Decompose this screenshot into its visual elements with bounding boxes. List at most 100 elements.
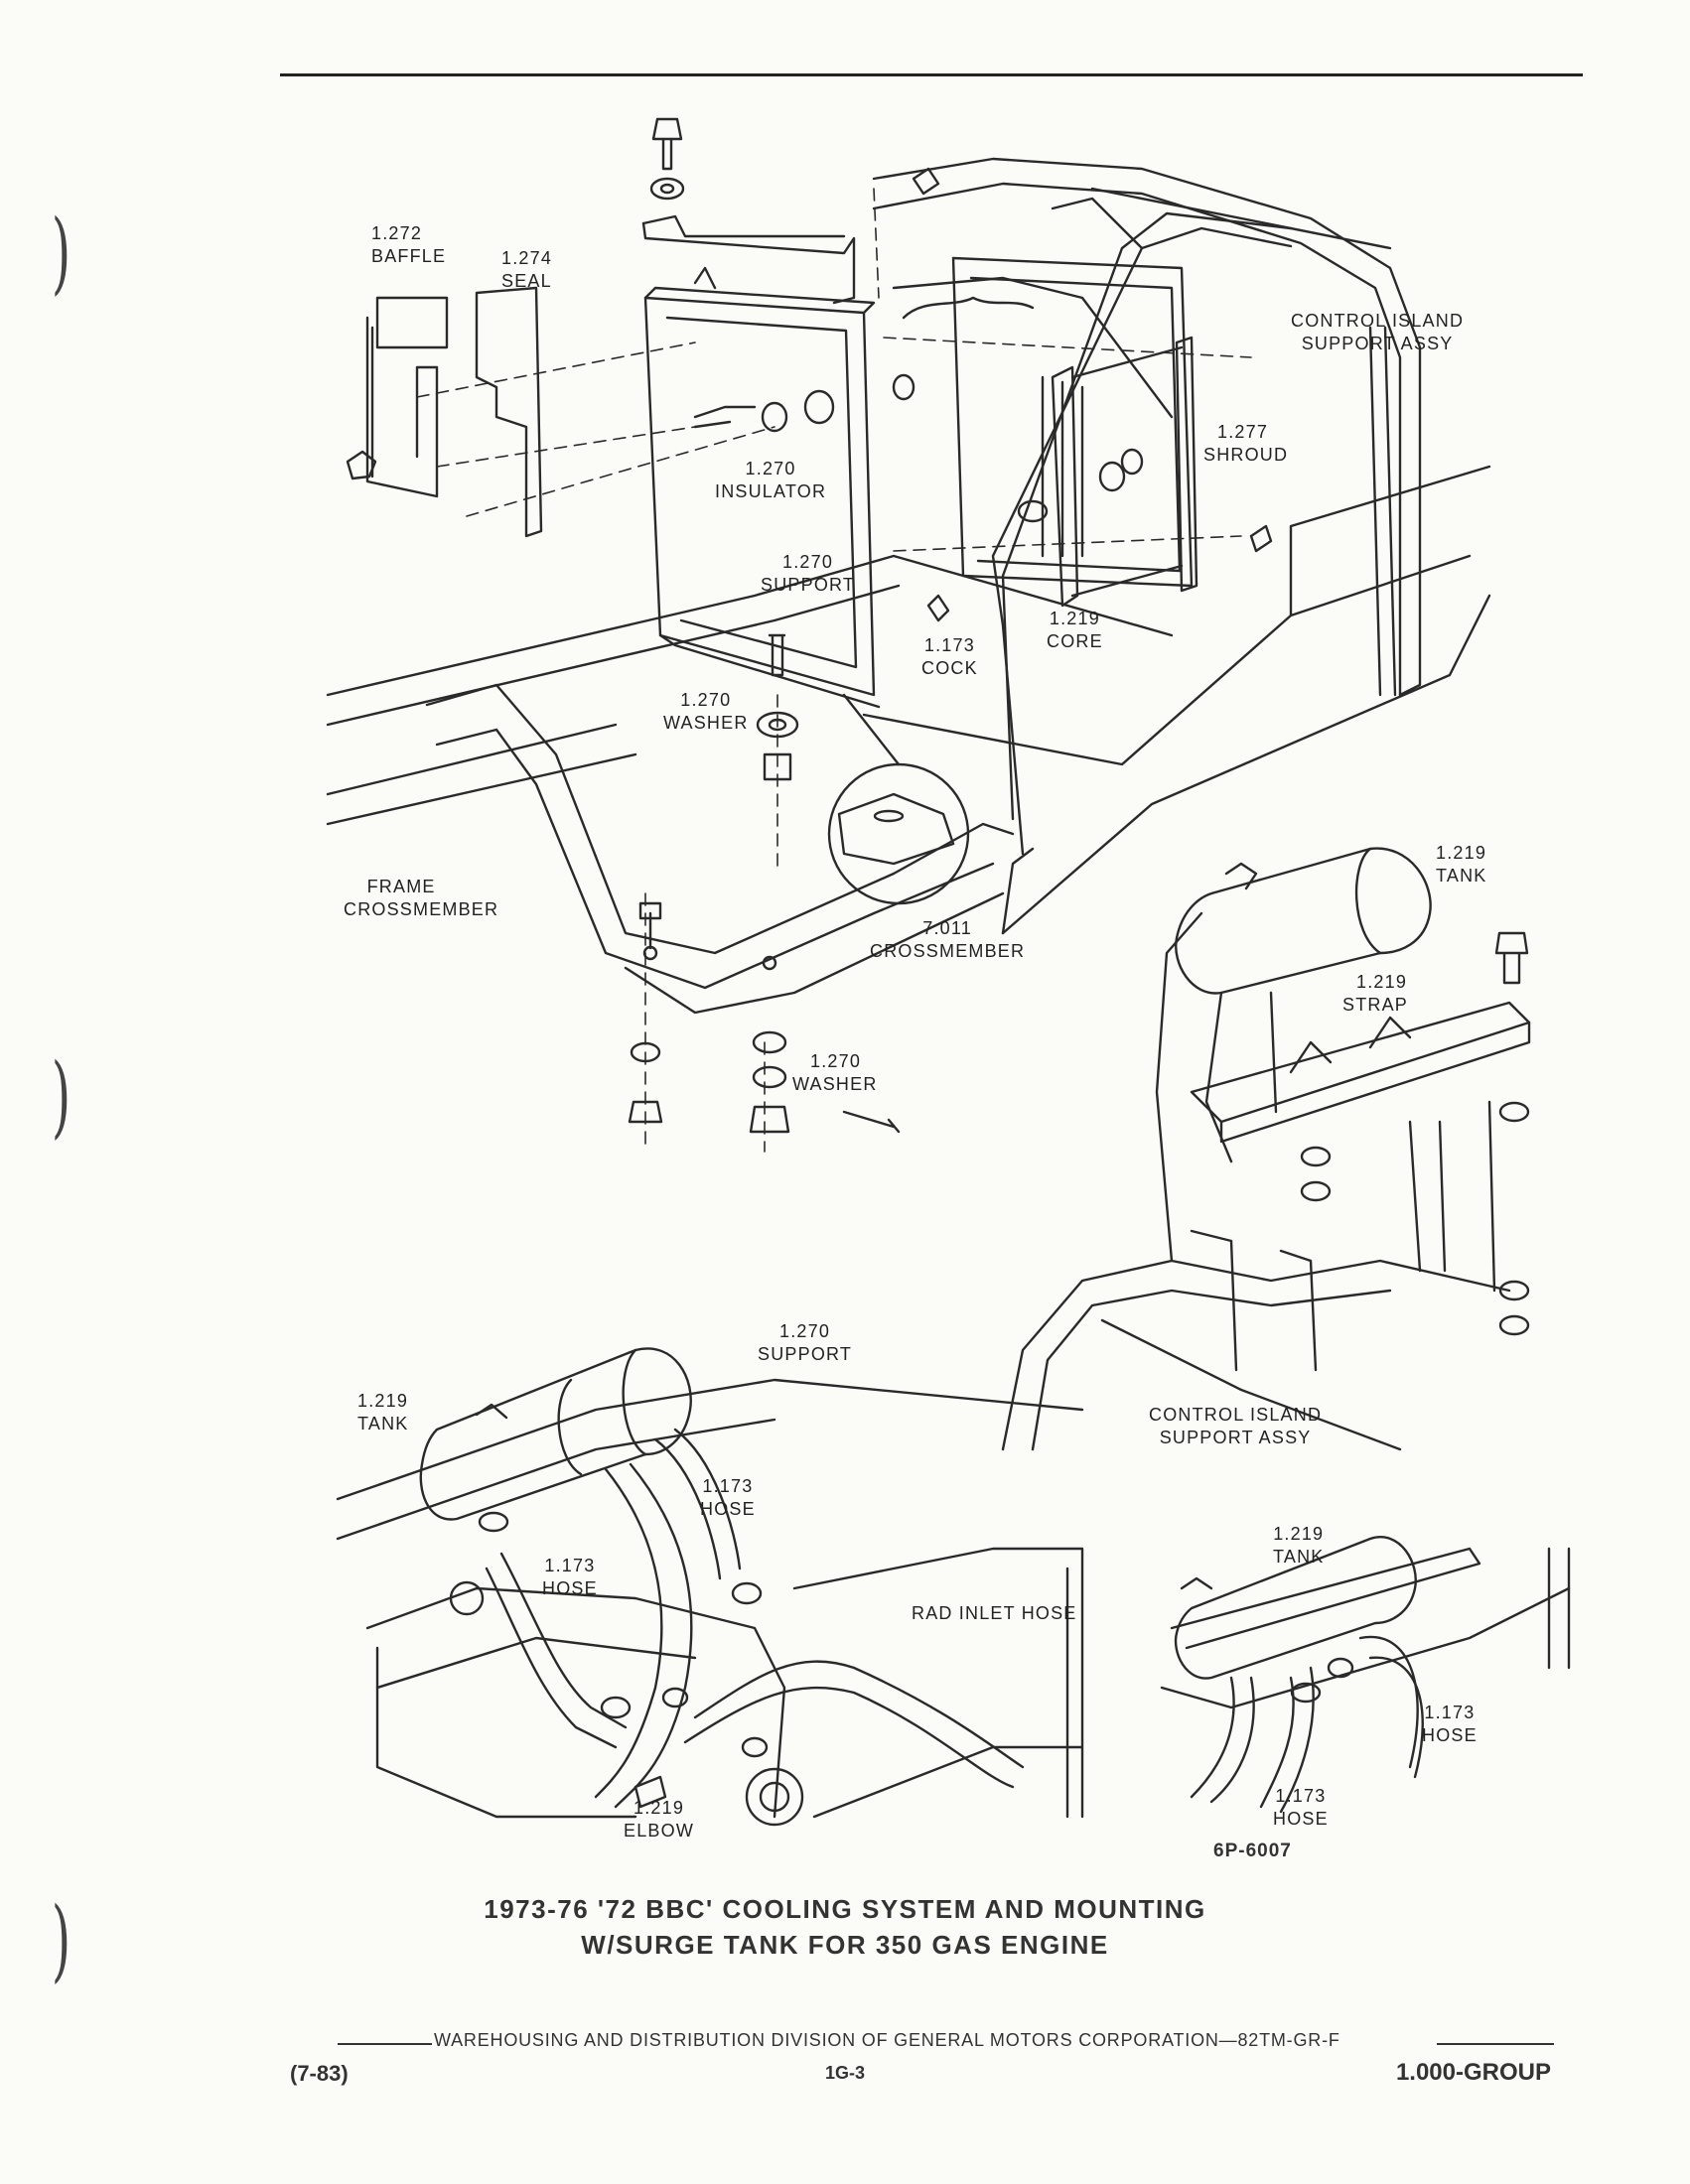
- label-baffle: 1.272 BAFFLE: [371, 222, 446, 268]
- footer-rule-right: [1437, 2043, 1554, 2045]
- header-rule: [280, 73, 1583, 76]
- part-number: 1.219: [633, 1798, 685, 1818]
- part-name: INSULATOR: [715, 481, 827, 501]
- figure-caption-line1: 1973-76 '72 BBC' COOLING SYSTEM AND MOUN…: [484, 1894, 1206, 1924]
- part-name: SHROUD: [1203, 445, 1289, 465]
- part-name: SUPPORT: [761, 575, 856, 595]
- footer-division: WAREHOUSING AND DISTRIBUTION DIVISION OF…: [434, 2030, 1340, 2050]
- label-line: SUPPORT ASSY: [1159, 1428, 1312, 1447]
- part-name: WASHER: [792, 1074, 878, 1094]
- label-hose-c: 1.173 HOSE: [1422, 1702, 1478, 1747]
- label-strap: 1.219 STRAP: [1342, 971, 1408, 1017]
- label-cock: 1.173 COCK: [921, 634, 978, 680]
- part-name: STRAP: [1342, 995, 1409, 1015]
- figure-number: 6P-6007: [1213, 1841, 1292, 1861]
- part-name: CROSSMEMBER: [870, 941, 1026, 961]
- part-name: HOSE: [1273, 1809, 1329, 1829]
- label-line: CONTROL ISLAND: [1291, 311, 1465, 331]
- surge-tank-br: [1170, 1536, 1481, 1680]
- label-support-top: 1.270 SUPPORT: [761, 551, 855, 597]
- surge-tank-left: [419, 1347, 692, 1521]
- control-island-support-mid: [1001, 1100, 1511, 1451]
- label-support-bottom: 1.270 SUPPORT: [758, 1320, 852, 1366]
- part-name: RAD INLET HOSE: [912, 1603, 1077, 1623]
- part-number: 1.219: [1273, 1524, 1325, 1544]
- part-name: HOSE: [1422, 1725, 1478, 1745]
- radiator-support: [641, 214, 881, 709]
- label-line: FRAME: [366, 877, 436, 896]
- part-number: 1.277: [1217, 422, 1269, 442]
- part-number: 1.173: [923, 635, 975, 655]
- label-elbow: 1.219 ELBOW: [624, 1797, 694, 1843]
- part-name: SEAL: [501, 271, 552, 291]
- crossmember-detail-circle: [827, 693, 970, 905]
- radiator-core: [892, 256, 1194, 588]
- label-rad-inlet-hose: RAD INLET HOSE: [912, 1602, 1077, 1625]
- part-name: BAFFLE: [371, 246, 447, 266]
- label-washer-top: 1.270 WASHER: [663, 689, 749, 735]
- label-tank-br: 1.219 TANK: [1273, 1523, 1324, 1569]
- part-number: 1.270: [680, 690, 732, 710]
- part-number: 1.270: [782, 552, 834, 572]
- part-name: COCK: [921, 658, 978, 678]
- part-name: ELBOW: [624, 1821, 695, 1841]
- footer-date: (7-83): [290, 2061, 349, 2086]
- label-line: SUPPORT ASSY: [1301, 334, 1454, 353]
- figure-caption-line2: W/SURGE TANK FOR 350 GAS ENGINE: [581, 1930, 1109, 1960]
- part-number: 1.219: [1436, 843, 1487, 863]
- part-number: 1.272: [371, 223, 423, 243]
- part-name: WASHER: [663, 713, 749, 733]
- label-hose-d: 1.173 HOSE: [1273, 1785, 1329, 1831]
- engine-block: [336, 1378, 1084, 1827]
- label-frame-crossmember: FRAME CROSSMEMBER: [344, 876, 498, 921]
- part-number: 1.219: [1356, 972, 1408, 992]
- label-line: CONTROL ISLAND: [1149, 1405, 1323, 1425]
- part-number: 1.173: [1424, 1703, 1476, 1722]
- part-number: 7.011: [922, 918, 972, 938]
- bolts-and-washers: [346, 117, 1273, 781]
- label-hose-a: 1.173 HOSE: [700, 1475, 756, 1521]
- part-name: HOSE: [700, 1499, 756, 1519]
- label-core: 1.219 CORE: [1047, 608, 1103, 653]
- footer-page-number: 1G-3: [824, 2063, 866, 2083]
- footer-group: 1.000-GROUP: [1395, 2059, 1551, 2086]
- part-number: 1.219: [357, 1391, 409, 1411]
- part-name: SUPPORT: [758, 1344, 853, 1364]
- part-name: TANK: [357, 1414, 409, 1433]
- part-name: TANK: [1273, 1547, 1325, 1567]
- part-number: 1.270: [745, 459, 796, 478]
- label-tank-right: 1.219 TANK: [1436, 842, 1486, 887]
- baffle-and-seal: [365, 286, 543, 538]
- hoses-br: [1160, 1547, 1571, 1814]
- part-number: 1.173: [544, 1556, 596, 1575]
- label-control-island-mid: CONTROL ISLAND SUPPORT ASSY: [1149, 1404, 1322, 1449]
- label-seal: 1.274 SEAL: [501, 247, 552, 293]
- binder-hole-mark: ): [51, 201, 71, 305]
- part-name: TANK: [1436, 866, 1487, 886]
- control-island-support-top: [872, 157, 1422, 856]
- label-crossmember: 7.011 CROSSMEMBER: [870, 917, 1025, 963]
- hoses-left: [485, 1428, 1025, 1809]
- fittings-left: [478, 1511, 769, 1809]
- binder-hole-mark: ): [51, 1888, 71, 1992]
- part-number: 1.219: [1049, 609, 1100, 628]
- label-line: CROSSMEMBER: [344, 899, 499, 919]
- footer-rule-left: [338, 2043, 432, 2045]
- surge-tank-right: [1155, 847, 1432, 1263]
- dashed-leader-lines: [416, 188, 1252, 1153]
- label-shroud: 1.277 SHROUD: [1203, 421, 1288, 467]
- part-number: 1.270: [779, 1321, 831, 1341]
- part-name: HOSE: [542, 1578, 598, 1598]
- label-washer-bottom: 1.270 WASHER: [792, 1050, 878, 1096]
- bottom-fasteners: [628, 1030, 901, 1134]
- part-number: 1.274: [501, 248, 553, 268]
- mounting-bracket-right: [1190, 931, 1531, 1336]
- part-number: 1.270: [810, 1051, 862, 1071]
- binder-hole-mark: ): [51, 1044, 71, 1149]
- label-control-island-top: CONTROL ISLAND SUPPORT ASSY: [1291, 310, 1464, 355]
- part-number: 1.173: [1275, 1786, 1327, 1806]
- label-tank-left: 1.219 TANK: [357, 1390, 408, 1435]
- part-number: 1.173: [702, 1476, 754, 1496]
- part-name: CORE: [1047, 631, 1103, 651]
